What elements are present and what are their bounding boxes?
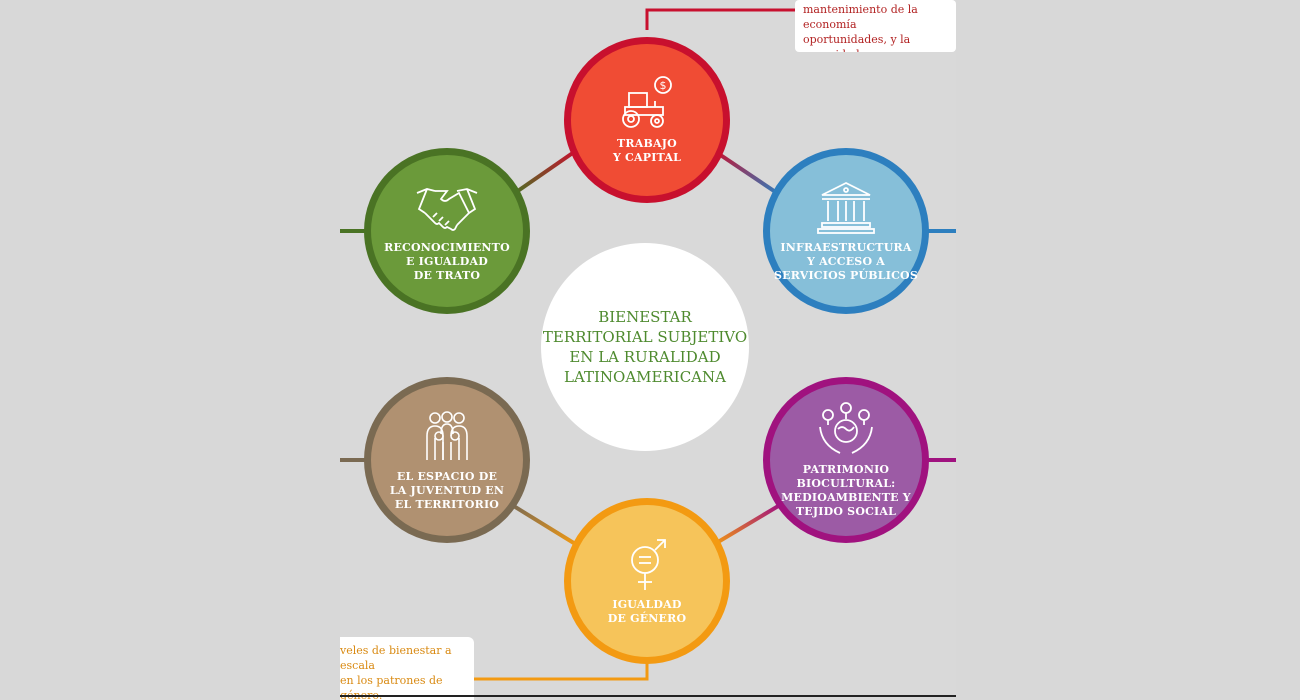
hands-globe-trees-icon [819, 402, 873, 454]
node-label-juventud: EL ESPACIO DE LA JUVENTUD EN EL TERRITOR… [389, 470, 505, 511]
node-juventud: EL ESPACIO DE LA JUVENTUD EN EL TERRITOR… [364, 377, 530, 543]
center-title: BIENESTAR TERRITORIAL SUBJETIVO EN LA RU… [542, 308, 748, 386]
link-patrimonio-genero [711, 503, 782, 547]
link-reconocimiento-trabajo [510, 148, 579, 197]
handshake-icon [416, 188, 478, 231]
diagram-stage: mantenimiento de la economía oportunidad… [340, 0, 956, 700]
node-infraestructura: INFRAESTRUCTURA Y ACCESO A SERVICIOS PÚB… [763, 148, 929, 314]
youth-group-icon [426, 411, 468, 460]
node-label-reconocimiento: RECONOCIMIENTO E IGUALDAD DE TRATO [384, 241, 510, 282]
node-patrimonio-biocultural: PATRIMONIO BIOCULTURAL: MEDIOAMBIENTE Y … [763, 377, 929, 543]
node-label-patrimonio: PATRIMONIO BIOCULTURAL: MEDIOAMBIENTE Y … [781, 463, 911, 518]
center-circle: BIENESTAR TERRITORIAL SUBJETIVO EN LA RU… [541, 243, 749, 451]
callout-line-top [645, 8, 795, 30]
node-trabajo-capital: $ TRABAJO Y CAPITAL [564, 37, 730, 203]
note-bottom: veles de bienestar a escala en los patro… [340, 637, 474, 700]
bank-building-icon [817, 181, 875, 234]
node-igualdad-genero: IGUALDAD DE GÉNERO [564, 498, 730, 664]
node-label-genero: IGUALDAD DE GÉNERO [607, 598, 687, 625]
gender-equality-icon [631, 539, 666, 590]
node-label-trabajo: TRABAJO Y CAPITAL [612, 137, 682, 164]
node-label-infra: INFRAESTRUCTURA Y ACCESO A SERVICIOS PÚB… [774, 241, 918, 282]
link-trabajo-infra [711, 148, 782, 197]
tractor-money-icon: $ [622, 76, 672, 128]
bottom-rule [340, 695, 956, 697]
svg-text:$: $ [660, 79, 667, 92]
note-top: mantenimiento de la economía oportunidad… [795, 0, 956, 52]
link-genero-juventud [510, 503, 579, 547]
node-reconocimiento: RECONOCIMIENTO E IGUALDAD DE TRATO [364, 148, 530, 314]
